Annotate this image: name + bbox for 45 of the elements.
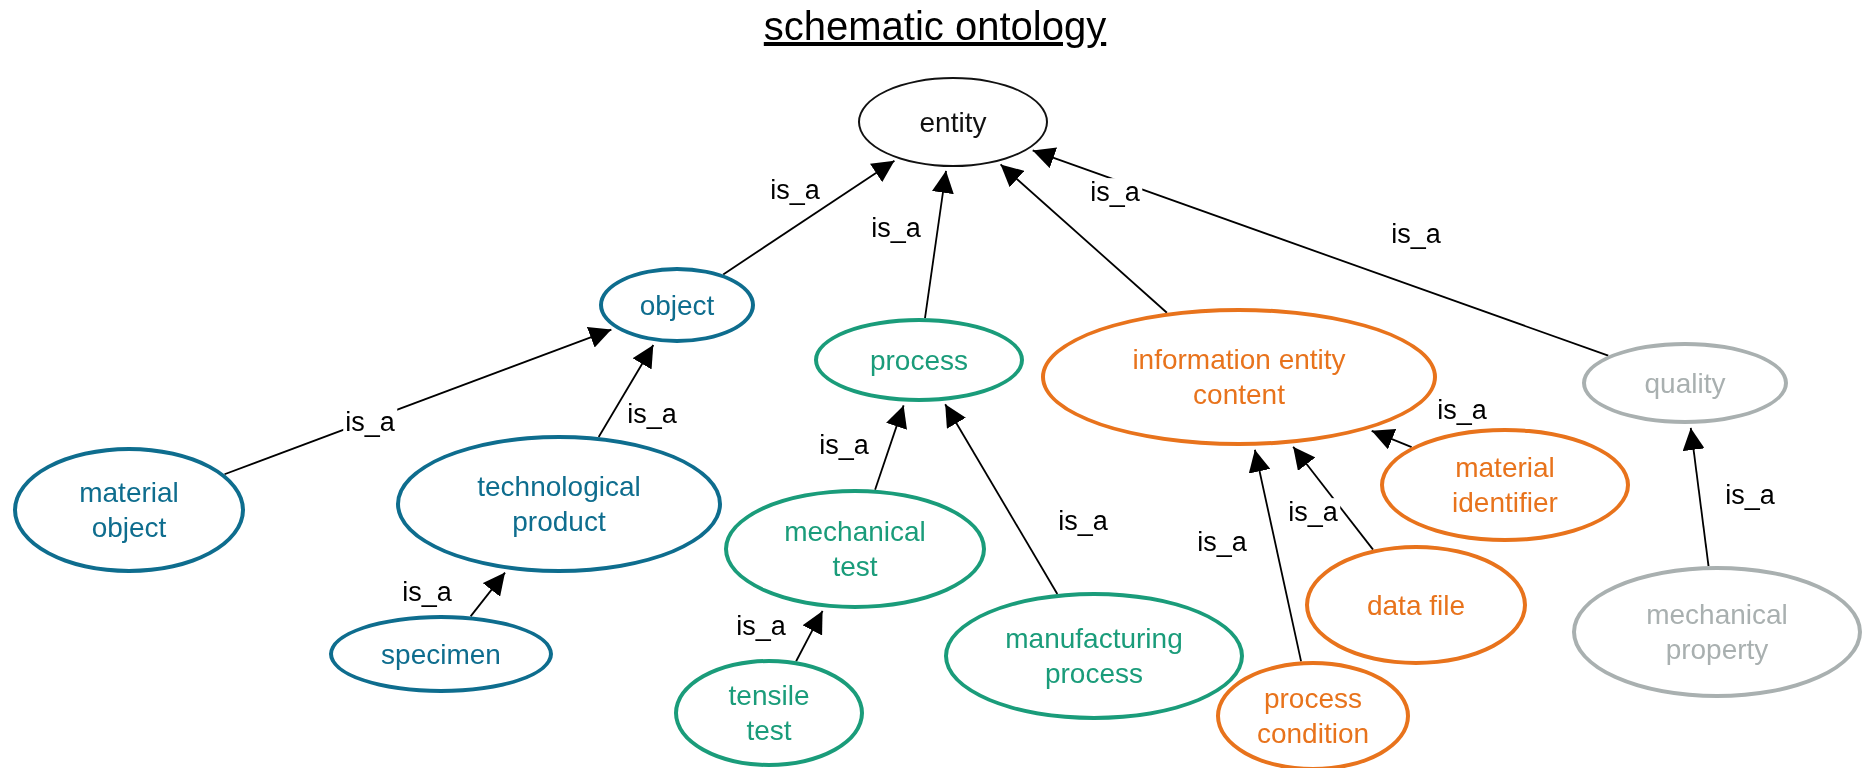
- concept-ellipse: [1572, 566, 1862, 698]
- concept-ellipse: [674, 659, 864, 767]
- edge-label: is_a: [343, 408, 397, 438]
- concept-ellipse: [1582, 342, 1788, 424]
- concept-ellipse: [858, 77, 1048, 167]
- concept-label: material identifier: [1451, 451, 1559, 520]
- concept-label: mechanical property: [1645, 598, 1789, 667]
- concept-label: quality: [1644, 366, 1726, 401]
- concept-ellipse: [1305, 545, 1527, 665]
- arrow: [944, 403, 1059, 595]
- concept-ellipse: [329, 615, 553, 693]
- diagram-title: schematic ontology: [763, 4, 1107, 48]
- arrow: [1682, 427, 1710, 567]
- arrow: [469, 571, 506, 618]
- concept-ellipse: [1041, 308, 1437, 446]
- concept-ellipse: [944, 592, 1244, 720]
- concept-label: tensile test: [727, 679, 811, 748]
- arrow: [722, 159, 896, 276]
- concept-ellipse: [814, 318, 1024, 402]
- arrow: [1292, 445, 1374, 551]
- concept-ellipse: [13, 447, 245, 573]
- arrow: [1248, 448, 1302, 663]
- concept-label: object: [639, 288, 715, 323]
- concept-label: data file: [1366, 588, 1466, 623]
- concept-ellipse: [599, 267, 755, 343]
- arrow: [597, 344, 655, 438]
- arrow: [874, 404, 907, 491]
- concept-label: mechanical test: [783, 515, 927, 584]
- arrow: [924, 169, 954, 319]
- concept-label: information entity content: [1131, 343, 1347, 412]
- concept-ellipse: [1216, 661, 1410, 768]
- concept-ellipse: [396, 435, 722, 573]
- concept-label: material object: [78, 476, 180, 545]
- concept-label: entity: [919, 105, 987, 140]
- concept-ellipse: [1380, 428, 1630, 542]
- concept-label: manufacturing process: [1004, 622, 1184, 691]
- concept-label: process: [869, 343, 968, 378]
- concept-label: specimen: [381, 637, 501, 672]
- arrow: [1370, 428, 1413, 450]
- arrow: [1031, 147, 1610, 357]
- arrow: [795, 610, 824, 663]
- concept-label: technological product: [476, 470, 642, 539]
- concept-ellipse: [724, 489, 986, 609]
- arrow: [999, 163, 1168, 314]
- concept-label: process condition: [1255, 682, 1371, 751]
